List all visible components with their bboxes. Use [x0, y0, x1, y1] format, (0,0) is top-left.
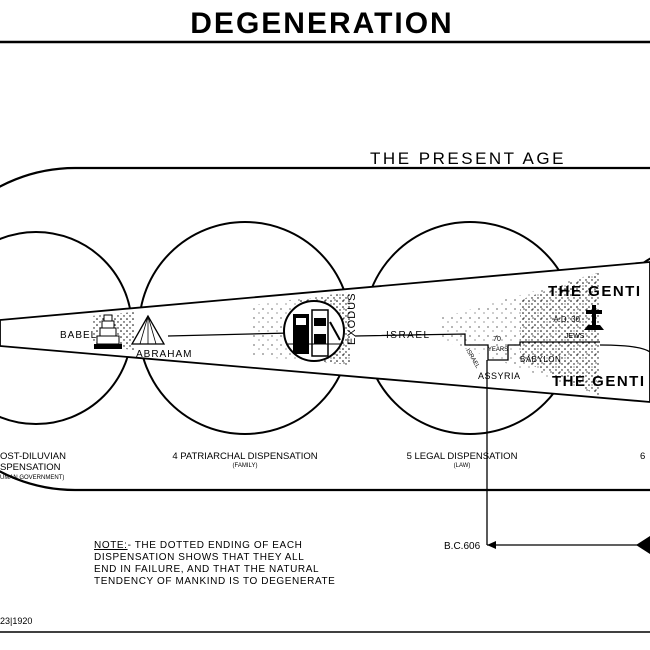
dispensation-3-line2: SPENSATION: [0, 462, 61, 473]
tower-of-babel-icon: [94, 314, 122, 349]
ad30-label: A.D. 30: [553, 315, 580, 324]
israel-label: ISRAEL: [386, 330, 431, 341]
note-line-1: NOTE:- THE DOTTED ENDING OF EACH: [94, 540, 302, 551]
bc606-arrow-icon: [487, 541, 496, 549]
assyria-label: ASSYRIA: [478, 371, 521, 381]
gentile-image-edge-icon: [636, 536, 650, 554]
note-line-2: DISPENSATION SHOWS THAT THEY ALL: [94, 552, 304, 563]
present-age-band: [0, 166, 650, 492]
page-title: DEGENERATION: [190, 7, 453, 40]
note-line-3: END IN FAILURE, AND THAT THE NATURAL: [94, 564, 319, 575]
seventy-label: 70: [493, 336, 501, 343]
stipple-legal: [520, 272, 600, 396]
bc606-label: B.C.606: [444, 541, 481, 552]
israel-path-left: [167, 332, 291, 337]
dispensation-3-line1: OST-DILUVIAN: [0, 451, 66, 462]
dispensation-6-label: 6: [640, 451, 645, 462]
exodus-label: EXODUS: [346, 293, 358, 345]
note-line-4: TENDENCY OF MANKIND IS TO DEGENERATE: [94, 576, 335, 587]
dispensation-5-sub: (LAW): [454, 463, 471, 469]
note-lead: NOTE:: [94, 540, 128, 551]
copyright-label: 23|1920: [0, 616, 32, 626]
present-age-label: THE PRESENT AGE: [370, 149, 566, 168]
abraham-label: ABRAHAM: [136, 349, 192, 360]
cross-icon: [584, 305, 604, 330]
egypt-bondage-icon: [283, 300, 345, 362]
dispensation-4-sub: (FAMILY): [233, 463, 258, 469]
dispensation-3-sub: UMAN GOVERNMENT): [0, 475, 64, 481]
dispensation-4-label: 4 PATRIARCHAL DISPENSATION: [172, 451, 317, 462]
babylon-label: BABYLON: [520, 355, 561, 364]
years-label: YEARS: [488, 347, 508, 353]
tent-icon: [130, 314, 166, 345]
gentiles-bottom-label: THE GENTI: [552, 373, 646, 390]
gentile-path: [599, 344, 650, 353]
jews-label: JEWS: [565, 333, 585, 340]
note-line1-text: - THE DOTTED ENDING OF EACH: [128, 540, 303, 551]
gentiles-top-label: THE GENTI: [548, 283, 642, 300]
babel-label: BABEL: [60, 330, 97, 341]
israel-path-right: [354, 333, 600, 361]
dispensation-5-label: 5 LEGAL DISPENSATION: [407, 451, 518, 462]
